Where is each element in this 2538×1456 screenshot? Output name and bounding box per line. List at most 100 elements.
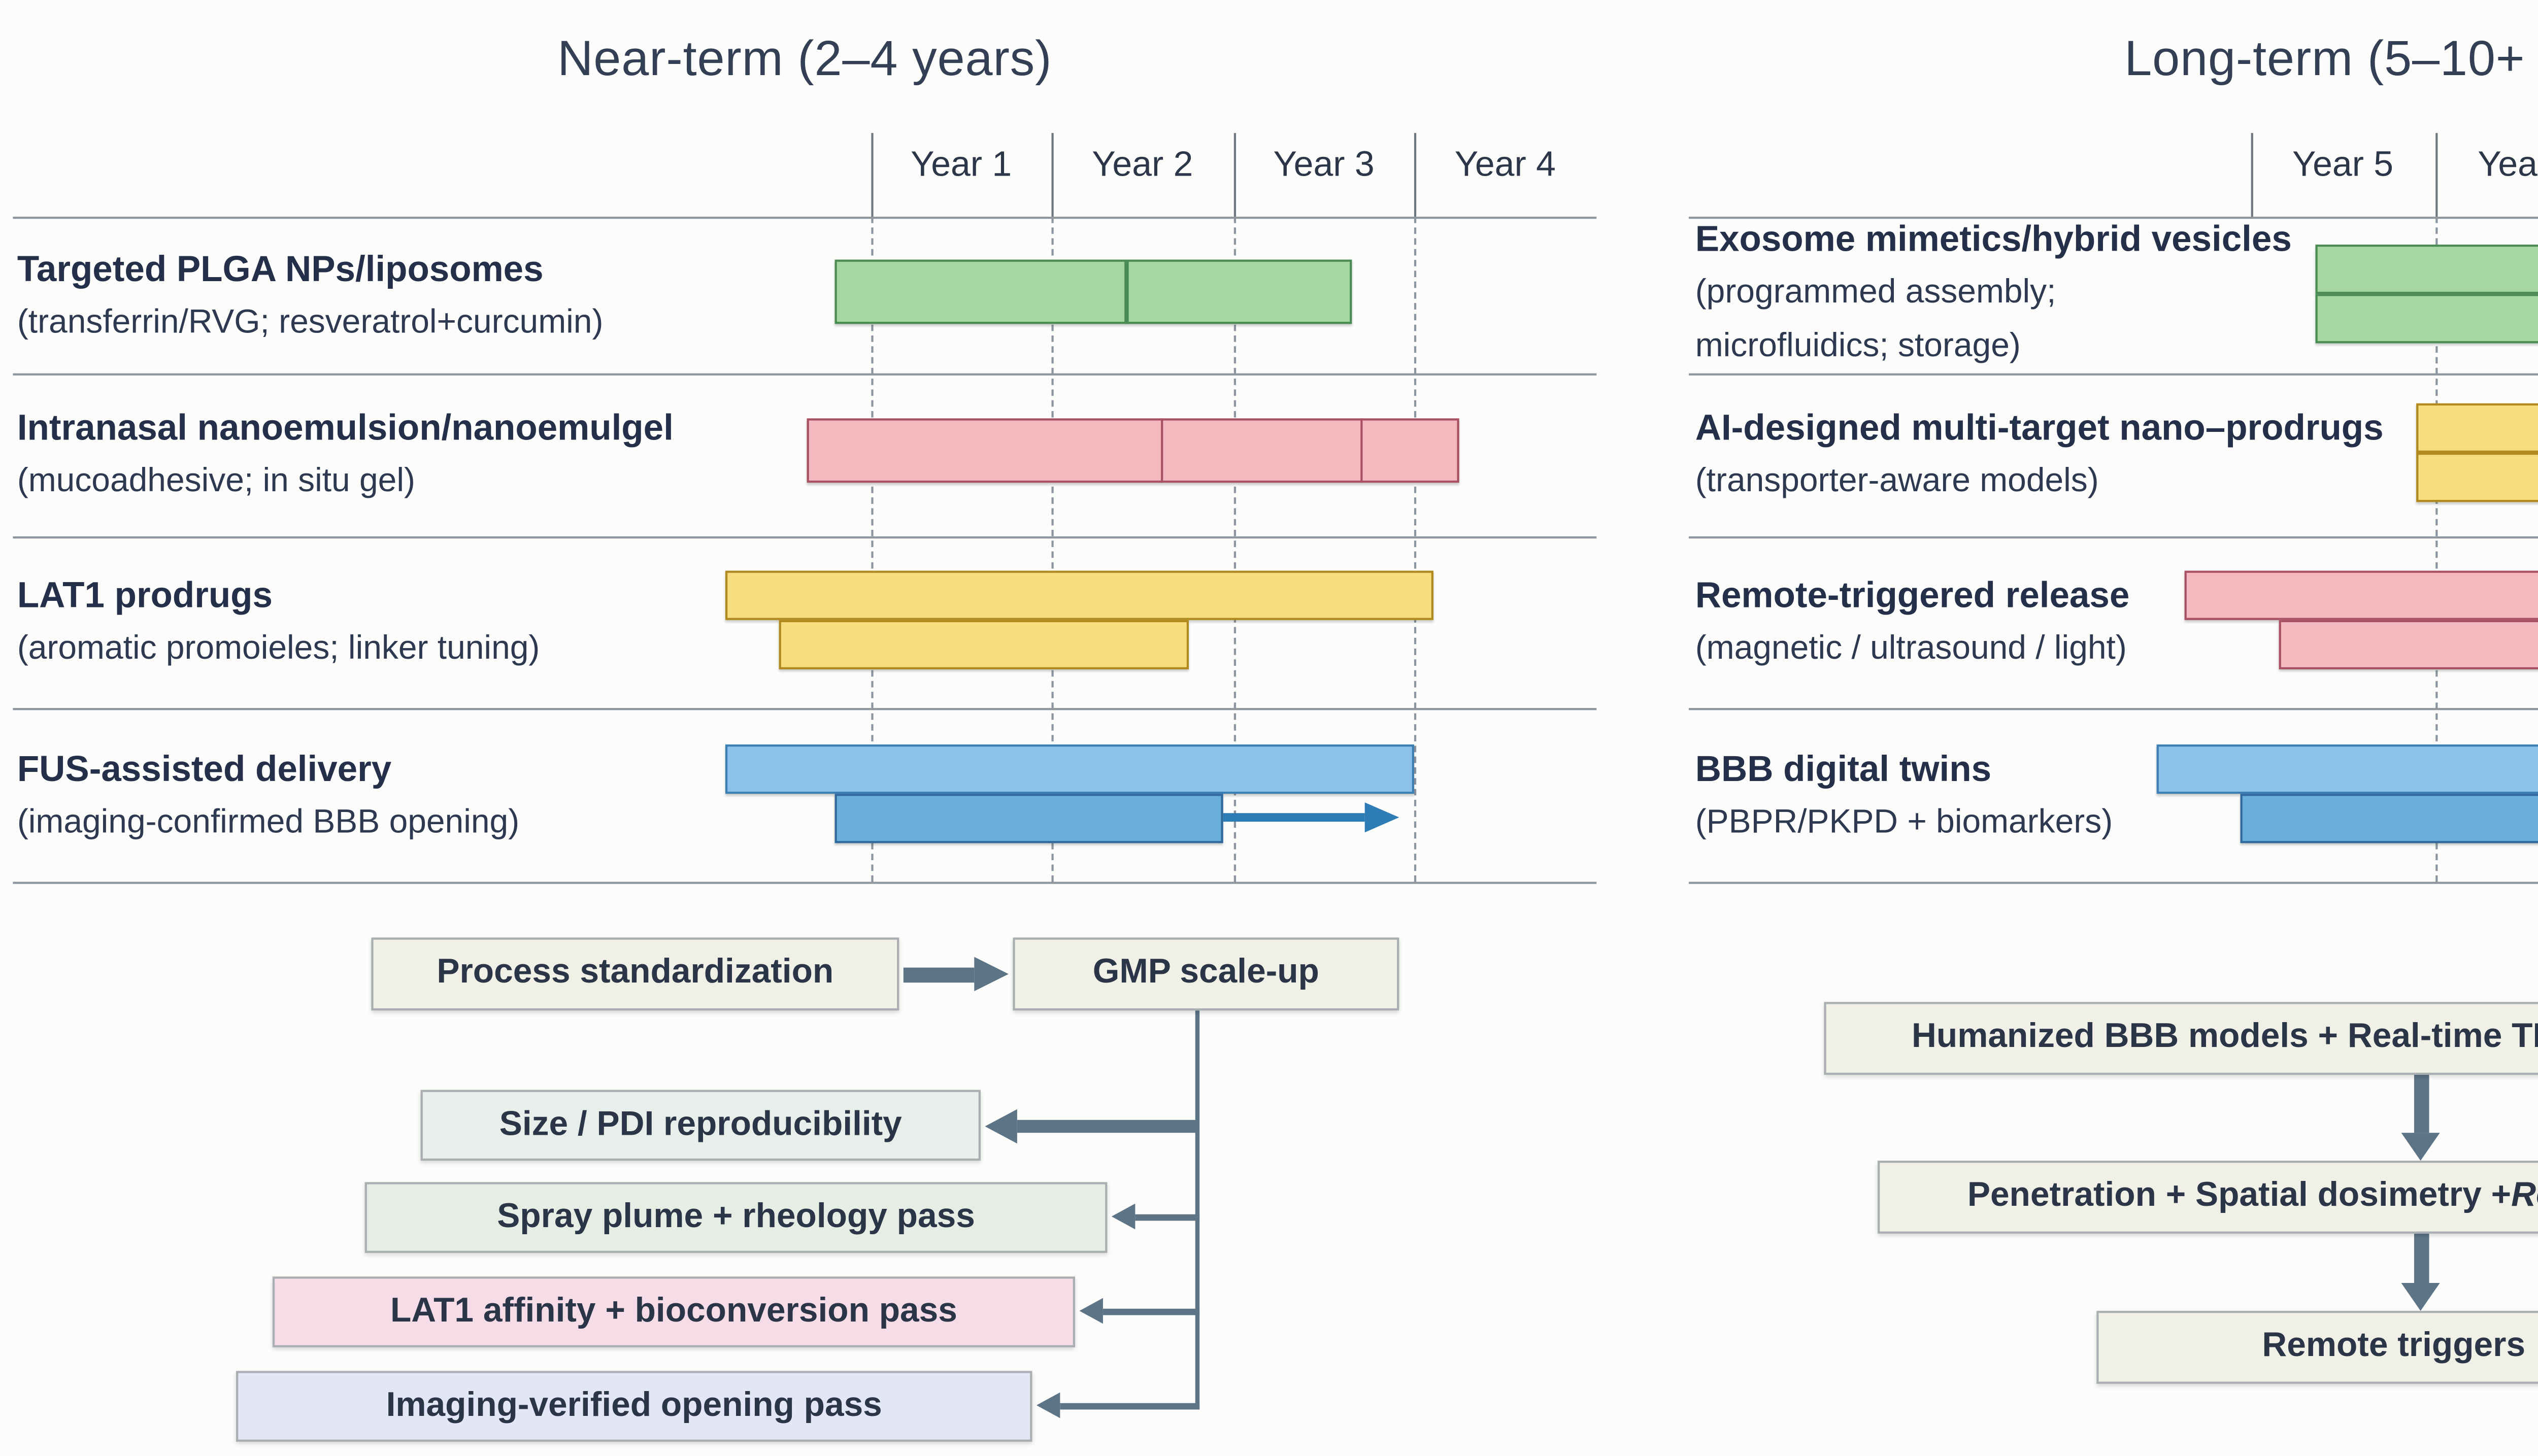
row-separator [13, 373, 1596, 376]
row-separator [1689, 536, 2538, 539]
gantt-bar-green [834, 258, 1351, 323]
gantt-bar-segment-divider [1360, 418, 1364, 483]
left-arrow-icon [1111, 1203, 1200, 1232]
gmp-scale-up-box: GMP scale-up [1013, 937, 1399, 1011]
row-label-secondary: (imaging-confirmed BBB opening) [17, 803, 520, 840]
row-label-primary: Exosome mimetics/hybrid vesicles [1695, 219, 2292, 260]
size-pdi-box: Size / PDI reproducibility [420, 1090, 981, 1161]
gantt-continuation-arrow-head [1365, 801, 1400, 832]
row-separator [1689, 882, 2538, 884]
row-label-secondary: (magnetic / ultrasound / light) [1695, 630, 2127, 667]
row-label: Targeted PLGA NPs/liposomes (transferrin/… [17, 242, 604, 349]
year-gridline [1233, 216, 1235, 882]
gantt-bar-green [2315, 243, 2538, 293]
row-label-secondary: (aromatic promoieles; linker tuning) [17, 630, 540, 667]
header-line [1689, 216, 2538, 219]
gantt-bar-pink [2278, 620, 2538, 669]
row-label-primary: AI-designed multi-target nano–prodrugs [1695, 408, 2384, 449]
row-label-primary: Intranasal nanoemulsion/nanoemulgel [17, 408, 674, 449]
gantt-bar-pink [807, 418, 1460, 483]
year-gridline [1052, 216, 1054, 882]
repeat-use-safety-label: Repeat-use safety [2511, 1177, 2538, 1214]
row-label: AI-designed multi-target nano–prodrugs (t… [1695, 401, 2384, 509]
remote-triggers-label: Remote triggers [2262, 1328, 2526, 1365]
row-label-secondary: (transporter-aware models) [1695, 463, 2099, 500]
down-arrow-icon [2401, 1233, 2440, 1311]
humanized-bbb-box: Humanized BBB models + Real-time TEER [1824, 1002, 2538, 1075]
imaging-verified-label: Imaging-verified opening pass [386, 1387, 882, 1424]
remote-triggers-box: Remote triggers [2096, 1311, 2538, 1384]
row-label-primary: FUS-assisted delivery [17, 748, 392, 789]
imaging-verified-box: Imaging-verified opening pass [236, 1371, 1032, 1442]
gantt-bar-blue [2157, 743, 2538, 793]
down-arrow-icon [2401, 1074, 2440, 1161]
right-arrow-icon [903, 957, 1009, 993]
year-tick [1233, 133, 1235, 217]
gantt-bar-yellow [780, 620, 1188, 669]
left-arrow-icon [985, 1108, 1197, 1143]
row-label: FUS-assisted delivery (imaging-confirmed … [17, 741, 519, 849]
row-separator [13, 536, 1596, 539]
humanized-bbb-label: Humanized BBB models + Real-time TEER [1912, 1019, 2538, 1056]
row-label-primary: Remote-triggered release [1695, 574, 2130, 616]
row-label-secondary: microfluidics; storage) [1695, 328, 2021, 365]
gantt-bar-blue [2241, 793, 2538, 842]
left-arrow-icon [1079, 1298, 1200, 1326]
row-label-secondary: (transferrin/RVG; resveratrol+curcumin) [17, 303, 604, 341]
lat1-affinity-box: LAT1 affinity + bioconversion pass [272, 1276, 1075, 1347]
row-label: LAT1 prodrugs(aromatic promoieles; linke… [17, 568, 540, 675]
penetration-dosimetry-label: Penetration + Spatial dosimetry + [1967, 1177, 2512, 1214]
row-label-secondary: (mucoadhesive; in situ gel) [17, 463, 415, 500]
near-term-title: Near-term (2–4 years) [557, 30, 1052, 86]
gmp-connector-line [1194, 1010, 1200, 1410]
size-pdi-label: Size / PDI reproducibility [499, 1106, 902, 1143]
penetration-dosimetry-box: Penetration + Spatial dosimetry + Repeat… [1878, 1161, 2538, 1234]
year-label: Year 6 [2478, 146, 2538, 185]
spray-plume-label: Spray plume + rheology pass [497, 1198, 975, 1235]
year-label: Year 3 [1273, 146, 1375, 185]
gmp-scale-up-label: GMP scale-up [1092, 955, 1319, 992]
year-gridline [2435, 216, 2438, 882]
gantt-bar-yellow [725, 570, 1433, 620]
year-gridline [871, 216, 873, 882]
process-standardization-box: Process standardization [371, 937, 899, 1011]
row-label-secondary: (PBPR/PKPD + biomarkers) [1695, 803, 2113, 840]
row-label-primary: BBB digital twins [1695, 748, 1992, 789]
row-separator [13, 882, 1596, 884]
year-label: Year 5 [2292, 146, 2394, 185]
gantt-continuation-arrow-line [1224, 812, 1366, 823]
left-arrow-icon [1036, 1392, 1200, 1420]
year-tick [2435, 133, 2438, 217]
gantt-bar-blue [725, 743, 1415, 793]
row-label: Intranasal nanoemulsion/nanoemulgel (muco… [17, 401, 674, 509]
gantt-bar-yellow [2417, 403, 2538, 453]
year-gridline [1414, 216, 1417, 882]
year-tick [871, 133, 873, 217]
process-standardization-label: Process standardization [437, 955, 834, 992]
row-label: Remote-triggered release (magnetic / ultr… [1695, 568, 2130, 675]
row-label-primary: Targeted PLGA NPs/liposomes [17, 248, 544, 289]
lat1-affinity-label: LAT1 affinity + bioconversion pass [390, 1293, 957, 1329]
row-label: BBB digital twins (PBPR/PKPD + biomarkers… [1695, 741, 2113, 849]
gantt-bar-blue [834, 793, 1224, 842]
year-label: Year 4 [1454, 146, 1556, 185]
row-label: Exosome mimetics/hybrid vesicles (program… [1695, 213, 2292, 374]
gantt-bar-yellow [2417, 453, 2538, 502]
year-tick [1414, 133, 1417, 217]
gantt-bar-segment-divider [1124, 258, 1128, 323]
gantt-bar-green [2315, 293, 2538, 343]
header-line [13, 216, 1596, 219]
year-label: Year 2 [1092, 146, 1193, 185]
long-term-title: Long-term (5–10+ years) [2124, 30, 2538, 86]
year-tick [1052, 133, 1054, 217]
gantt-bar-pink [2185, 570, 2538, 620]
row-label-secondary: (programmed assembly; [1695, 275, 2056, 311]
year-tick [2250, 133, 2253, 217]
spray-plume-box: Spray plume + rheology pass [364, 1182, 1108, 1253]
year-label: Year 1 [911, 146, 1012, 185]
gantt-bar-segment-divider [1160, 418, 1164, 483]
row-separator [13, 708, 1596, 710]
